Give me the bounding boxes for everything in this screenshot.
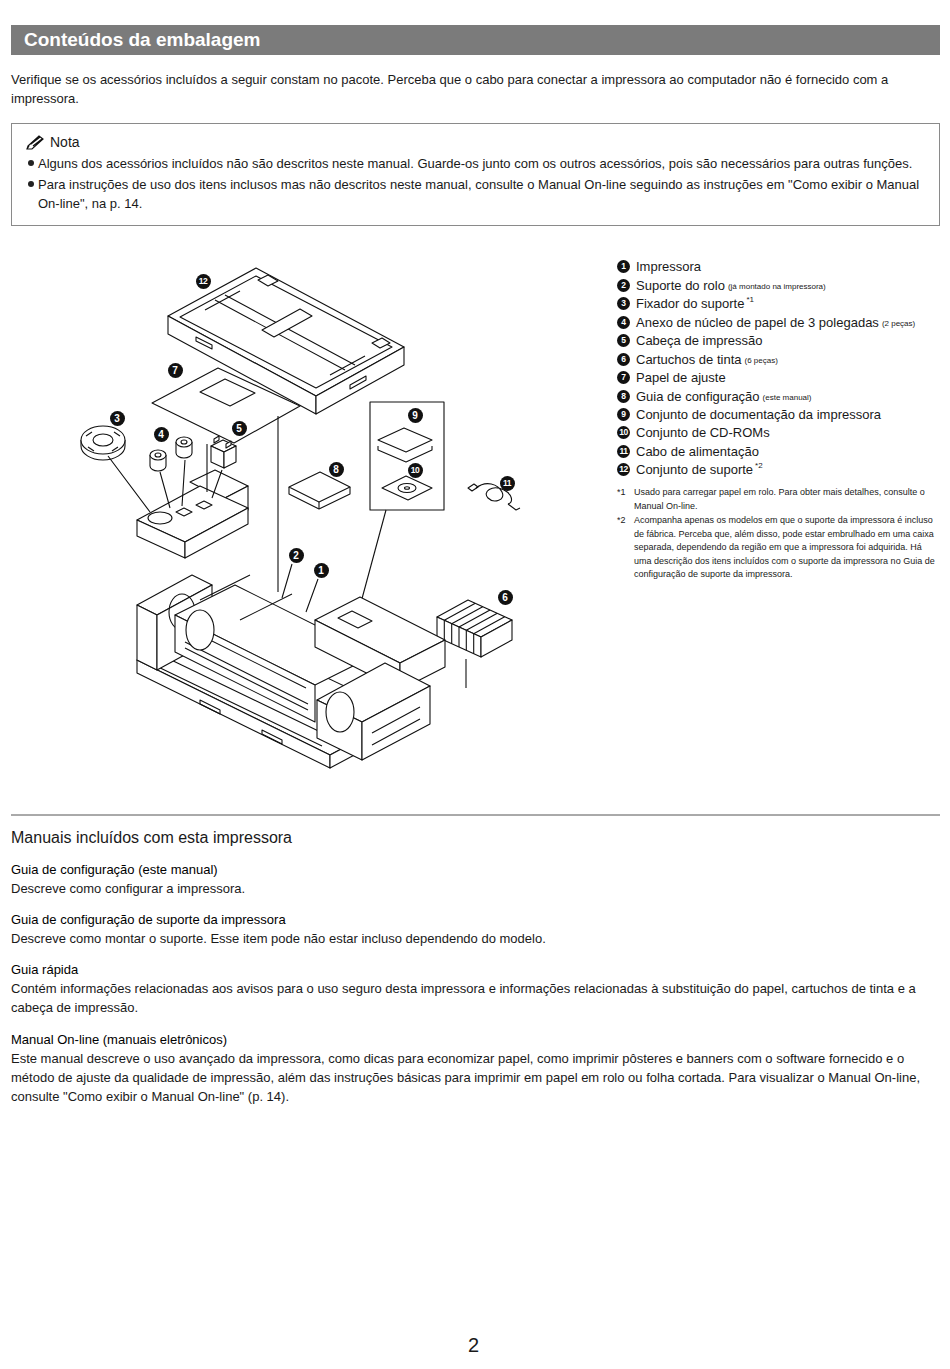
callout-number: 10 [408,463,423,478]
manual-description: Este manual descreve o uso avançado da i… [11,1049,941,1106]
setup-guide-booklet [289,472,350,509]
manual-description: Descreve como montar o suporte. Esse ite… [11,929,936,948]
item-note: (6 peças) [745,356,778,365]
manual-title: Guia de configuração (este manual) [11,860,936,879]
callout-number: 11 [500,476,515,491]
list-row: 12 Conjunto de suporte*2 [617,460,763,478]
bullet-dot [28,181,34,187]
footnote-mark: *2 [617,514,626,528]
item-note: (2 peças) [882,319,915,328]
section-rule [11,815,940,816]
callout-number: 4 [617,316,630,329]
leader-line [360,510,386,606]
ink-tanks [437,600,512,657]
list-row: 2 Suporte do rolo(já montado na impressor… [617,276,826,294]
callout-number: 12 [196,274,211,289]
intro-text: Verifique se os acessórios incluídos a s… [11,70,936,108]
callout-number: 9 [408,408,423,423]
item-name: Fixador do suporte [636,296,744,311]
note-heading: Nota [50,134,80,150]
item-name: Cabo de alimentação [636,444,759,459]
list-row: 11 Cabo de alimentação [617,442,759,460]
footnote-text: Acompanha apenas os modelos em que o sup… [634,514,940,582]
callout-number: 12 [617,463,630,476]
item-name: Cabeça de impressão [636,333,762,348]
callout-number: 5 [232,421,247,436]
list-row: 8 Guia de configuração(este manual) [617,387,812,405]
list-row: 4 Anexo de núcleo de papel de 3 polegadas… [617,313,915,331]
manual-description: Descreve como configurar a impressora. [11,879,936,898]
callout-number: 2 [617,279,630,292]
callout-number: 5 [617,334,630,347]
print-head [211,436,236,468]
callout-number: 8 [329,462,344,477]
callout-number: 9 [617,408,630,421]
callout-number: 8 [617,390,630,403]
printer-carton [137,575,445,768]
callout-number: 3 [617,297,630,310]
item-name: Guia de configuração [636,389,760,404]
item-name: Papel de ajuste [636,370,726,385]
item-name: Anexo de núcleo de papel de 3 polegadas [636,315,879,330]
title-band: Conteúdos da embalagem [11,25,940,55]
leader-line [278,416,318,612]
item-note: (este manual) [763,393,812,402]
foam-insert [137,470,248,558]
item-name: Impressora [636,259,701,274]
leader-line [465,659,466,688]
callout-number: 4 [154,427,169,442]
core-attachments [150,437,192,471]
callout-number: 3 [110,411,125,426]
item-name: Conjunto de documentação da impressora [636,407,881,422]
item-note: (já montado na impressora) [728,282,826,291]
pencil-icon [26,134,46,150]
list-row: 5 Cabeça de impressão [617,331,762,349]
roll-holder-stopper [81,426,125,460]
footnote-ref: *1 [746,295,754,304]
list-row: 1 Impressora [617,257,701,275]
list-row: 3 Fixador do suporte*1 [617,294,754,312]
list-row: 7 Papel de ajuste [617,368,726,386]
item-name: Cartuchos de tinta [636,352,742,367]
list-row: 6 Cartuchos de tinta(6 peças) [617,350,778,368]
callout-number: 6 [617,353,630,366]
callout-number: 1 [314,563,329,578]
page-number: 2 [468,1333,479,1357]
item-name: Conjunto de suporte [636,462,753,477]
footnote-text: Usado para carregar papel em rolo. Para … [634,486,940,513]
documentation-box [370,402,444,510]
note-box: NotaAlguns dos acessórios incluídos não … [11,123,940,226]
manual-title: Manual On-line (manuais eletrônicos) [11,1030,936,1049]
callout-number: 2 [289,548,304,563]
note-header: Nota [26,134,925,150]
callout-number: 1 [617,260,630,273]
footnote-ref: *2 [755,461,763,470]
list-row: 10 Conjunto de CD-ROMs [617,423,770,441]
bullet-row: Alguns dos acessórios incluídos não são … [26,154,925,173]
note-text: Para instruções de uso dos itens incluso… [38,175,925,213]
callout-number: 7 [617,371,630,384]
callout-number: 10 [617,426,630,439]
bullet-dot [28,160,34,166]
callout-number: 7 [168,363,183,378]
leader-line [108,444,222,512]
callout-number: 11 [617,445,630,458]
item-name: Conjunto de CD-ROMs [636,425,770,440]
section-heading: Manuais incluídos com esta impressora [11,828,936,848]
manual-title: Guia de configuração de suporte da impre… [11,910,936,929]
callout-number: 6 [498,590,513,605]
bullet-row: Para instruções de uso dos itens incluso… [26,175,925,213]
footnote-mark: *1 [617,486,626,500]
manual-title: Guia rápida [11,960,936,979]
note-text: Alguns dos acessórios incluídos não são … [38,154,912,173]
manual-description: Contém informações relacionadas aos avis… [11,979,936,1017]
list-row: 9 Conjunto de documentação da impressora [617,405,881,423]
item-name: Suporte do rolo [636,278,725,293]
